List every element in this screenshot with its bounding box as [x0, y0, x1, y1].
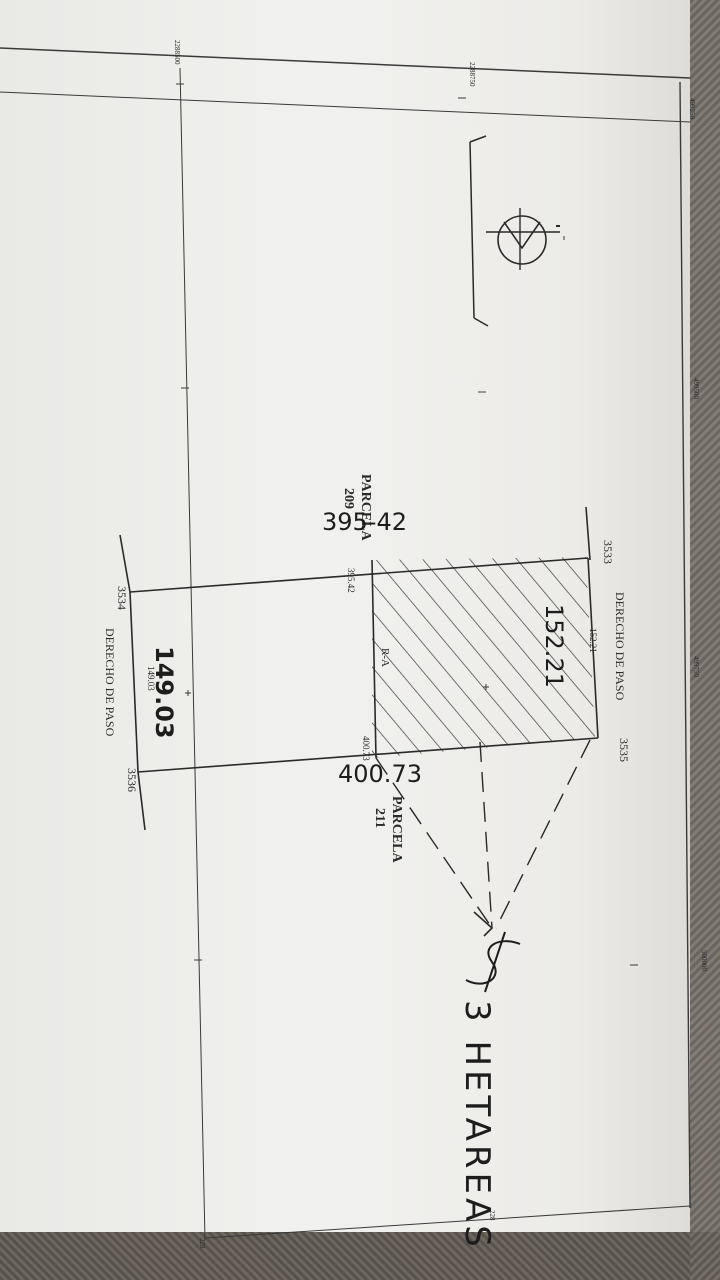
hatched-lot — [372, 557, 595, 758]
hw-dim-bottom: 149.03 — [150, 646, 178, 739]
parcel-right-number: 211 — [372, 808, 387, 828]
dollar-icon — [465, 931, 521, 993]
point-3536: 3536 — [125, 768, 139, 792]
hw-dim-right: 400.73 — [338, 760, 422, 788]
grid-label-499250: 499250 — [688, 98, 696, 120]
grid-label-228-left: 228 — [198, 1238, 206, 1249]
grid-label-499500: 499500 — [692, 378, 700, 400]
arrowhead-icon — [473, 911, 494, 937]
printed-dim-left: 395.42 — [346, 568, 356, 593]
hw-dim-top: 152.21 — [540, 604, 568, 688]
grid-ticks — [176, 83, 638, 966]
grid-label-500000: 500000 — [700, 950, 708, 972]
road-bottom-label: DERECHO DE PASO — [103, 628, 117, 737]
frame-left-line — [179, 67, 206, 1241]
scale-bar — [469, 135, 489, 327]
point-3533: 3533 — [601, 540, 615, 564]
hw-dim-left: 395-42 — [322, 508, 407, 536]
area-pointer-lines — [375, 739, 591, 929]
frame-top-line — [0, 47, 691, 79]
printed-dim-right: 400.73 — [361, 736, 371, 761]
frame-right-line — [679, 81, 691, 1209]
frame-inner-line — [0, 91, 691, 123]
printed-dim-top: 152.21 — [588, 628, 598, 653]
printed-dim-bottom: 149.03 — [146, 666, 156, 691]
survey-marks — [185, 236, 565, 696]
point-3535: 3535 — [617, 738, 631, 762]
parcel-left-label: PARCELA — [358, 474, 373, 542]
hw-area-note: 3 HETAREAS — [457, 1000, 497, 1251]
road-top-label: DERECHO DE PASO — [613, 592, 627, 701]
fabric-edge — [690, 0, 720, 1280]
printed-ra: R-A — [379, 648, 391, 667]
point-3534: 3534 — [115, 586, 129, 610]
lot-outline — [119, 506, 599, 831]
fabric-background — [0, 1232, 720, 1280]
grid-label-499750: 499750 — [692, 656, 700, 678]
frame-bottom-line — [204, 1205, 691, 1239]
grid-label-2288500: 2288500 — [173, 40, 181, 65]
grid-label-228-right: 228 — [488, 1210, 496, 1221]
grid-label-2288750: 2288750 — [468, 62, 476, 87]
parcel-right-label: PARCELA — [389, 796, 404, 864]
north-arrow-icon — [486, 208, 560, 270]
parcel-left-number: 209 — [341, 488, 356, 509]
